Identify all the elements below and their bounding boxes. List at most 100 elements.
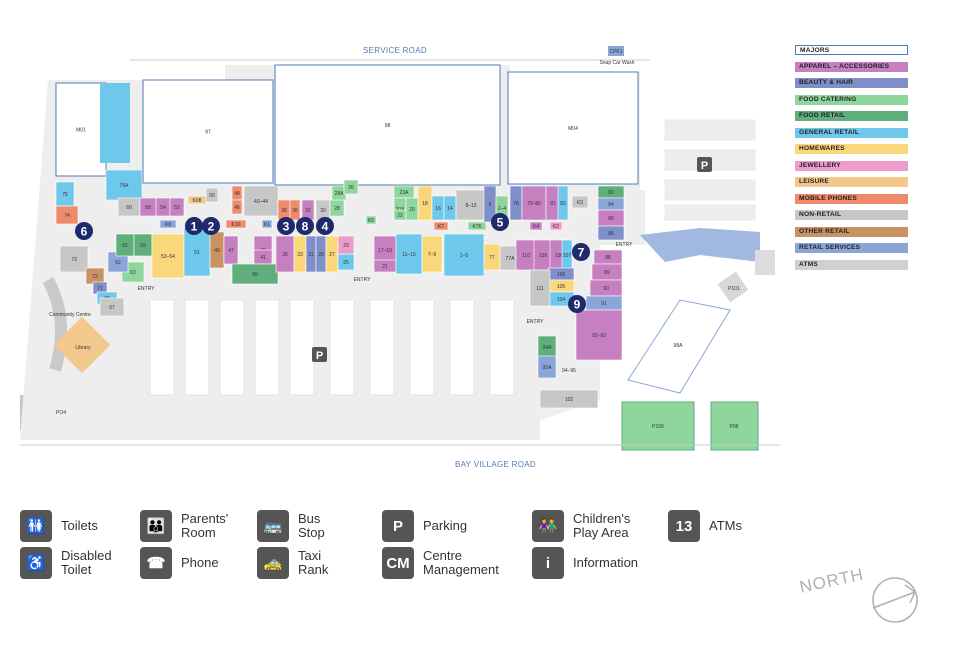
shop-77[interactable]: 77 — [483, 243, 501, 271]
shop-89[interactable]: 89 — [591, 263, 623, 281]
shop-111[interactable]: 111 — [529, 269, 551, 307]
shop-33[interactable]: 33 — [293, 235, 307, 273]
shop-49[interactable]: 49 — [209, 231, 225, 269]
shop-K10[interactable]: K10 — [225, 219, 247, 229]
shop-M01[interactable]: M01 — [76, 128, 86, 134]
shop-75[interactable]: 75 — [55, 181, 75, 207]
svg-text:8: 8 — [302, 220, 309, 234]
shop-label: 98 — [385, 123, 391, 129]
shop-81[interactable]: 81 — [545, 185, 561, 221]
shop-83[interactable]: 83 — [557, 185, 569, 221]
shop-7–9[interactable]: 7–9 — [421, 235, 443, 273]
shop-40–44[interactable]: 40–44 — [243, 185, 279, 217]
shop-102[interactable]: 102 — [539, 389, 599, 409]
shop-74[interactable]: 74 — [55, 205, 79, 225]
shop-K08[interactable]: K08 — [187, 195, 207, 205]
shop-54[interactable]: 54 — [155, 197, 171, 217]
shop-95A[interactable]: 95A — [537, 355, 557, 379]
shop-73[interactable]: 73 — [59, 245, 89, 273]
shop-label: 83 — [560, 201, 566, 207]
shop-28[interactable]: 28 — [329, 199, 345, 217]
shop-82[interactable]: 82 — [597, 185, 625, 199]
shop-21[interactable]: 21 — [373, 259, 397, 273]
shop-99[interactable]: 99 — [231, 263, 279, 285]
shop-75A[interactable]: 75A — [105, 169, 143, 201]
shop-110[interactable]: 110 — [515, 239, 537, 271]
shop-85[interactable]: 85 — [597, 209, 625, 227]
shop-K3[interactable]: K3 — [571, 195, 589, 209]
shop-label: 95A — [543, 365, 553, 371]
shop-M04[interactable]: M04 — [568, 126, 578, 132]
shop-84[interactable]: 84 — [597, 197, 625, 211]
shop-97[interactable]: 97 — [205, 130, 211, 136]
shop-72[interactable]: 72 — [85, 267, 105, 285]
shop-K76[interactable]: K76 — [467, 221, 487, 231]
shop-47[interactable]: 47 — [223, 235, 239, 265]
shop-98[interactable]: 98 — [385, 123, 391, 129]
shop-61[interactable]: 61 — [115, 233, 135, 257]
shop-18[interactable]: 18 — [417, 185, 433, 221]
shop-59[interactable]: 59 — [133, 233, 153, 257]
shop-91[interactable]: 91 — [585, 295, 623, 311]
shop-52[interactable]: 52 — [169, 197, 185, 217]
shop-78[interactable]: 78 — [509, 185, 523, 221]
shop-88[interactable]: 88 — [593, 249, 623, 265]
shop-K4[interactable]: K4 — [529, 221, 543, 231]
shop-92–93[interactable]: 92–93 — [575, 309, 623, 361]
shop-58[interactable]: 58 — [139, 197, 157, 217]
shop-50[interactable]: 50 — [205, 187, 219, 203]
shop-units: M019798M047575A7473727168676362615960585… — [55, 123, 625, 409]
shop-25[interactable]: 25 — [337, 253, 355, 271]
shop-48[interactable]: 48 — [231, 185, 243, 201]
shop-K7[interactable]: K7 — [433, 221, 449, 231]
shop-31[interactable]: 31 — [305, 235, 317, 273]
shop-label: 6 — [489, 202, 492, 208]
shop-8–12[interactable]: 8–12 — [455, 189, 487, 221]
shop-6[interactable]: 6 — [483, 185, 497, 223]
shop-label: 21 — [382, 264, 388, 270]
svg-text:2: 2 — [208, 220, 215, 234]
shop-22[interactable]: 22 — [393, 209, 407, 221]
shop-35[interactable]: 35 — [275, 235, 295, 273]
shop-14[interactable]: 14 — [443, 195, 457, 221]
shop-K8[interactable]: K8 — [159, 219, 177, 229]
shop-1–5[interactable]: 1–5 — [443, 233, 485, 277]
shop-60[interactable]: 60 — [117, 197, 141, 217]
shop-11–15[interactable]: 11–15 — [395, 233, 423, 275]
shop-label: K08 — [193, 198, 202, 204]
shop-label: 73 — [71, 257, 77, 263]
shop-36[interactable]: 36 — [289, 199, 301, 221]
shop-86[interactable]: 86 — [597, 225, 625, 241]
shop-51[interactable]: 51 — [183, 227, 211, 277]
shop-109[interactable]: 109 — [533, 239, 553, 271]
shop-94–95[interactable]: 94–95 — [562, 368, 576, 374]
shop-26[interactable]: 26 — [343, 179, 359, 195]
shop-53–54[interactable]: 53–54 — [151, 233, 185, 279]
shop-23A[interactable]: 23A — [393, 185, 415, 199]
shop-27[interactable]: 27 — [325, 235, 339, 273]
shop-30[interactable]: 30 — [315, 199, 331, 221]
shop-23[interactable]: 23 — [337, 235, 355, 255]
shop-94A[interactable]: 94A — [537, 335, 557, 359]
shop-K1[interactable]: K1 — [261, 219, 273, 229]
shop-79–80[interactable]: 79–80 — [521, 185, 547, 221]
place-labels: SERVICE ROAD BAY VILLAGE ROAD CPK1 Snap … — [49, 46, 740, 469]
shop-107[interactable]: 107 — [561, 239, 573, 271]
bus-stop-icon: 🚌 — [257, 510, 289, 542]
shop-106[interactable]: 106 — [547, 267, 575, 281]
shop-90[interactable]: 90 — [589, 279, 623, 297]
shop-label: 52 — [174, 205, 180, 211]
svg-text:7: 7 — [578, 246, 585, 260]
shop-K2[interactable]: K2 — [549, 221, 563, 231]
shop-67[interactable]: 67 — [99, 297, 125, 317]
shop-29[interactable]: 29 — [315, 235, 327, 273]
shop-41[interactable]: 41 — [253, 249, 273, 265]
shop-105[interactable]: 105 — [547, 279, 575, 293]
shop-32[interactable]: 32 — [301, 199, 315, 221]
shop-46[interactable]: 46 — [231, 199, 243, 215]
shop-16[interactable]: 16 — [431, 195, 445, 221]
shop-20[interactable]: 20 — [405, 197, 419, 221]
shop-K5[interactable]: K5 — [365, 215, 377, 225]
shop-38[interactable]: 38 — [277, 199, 291, 221]
